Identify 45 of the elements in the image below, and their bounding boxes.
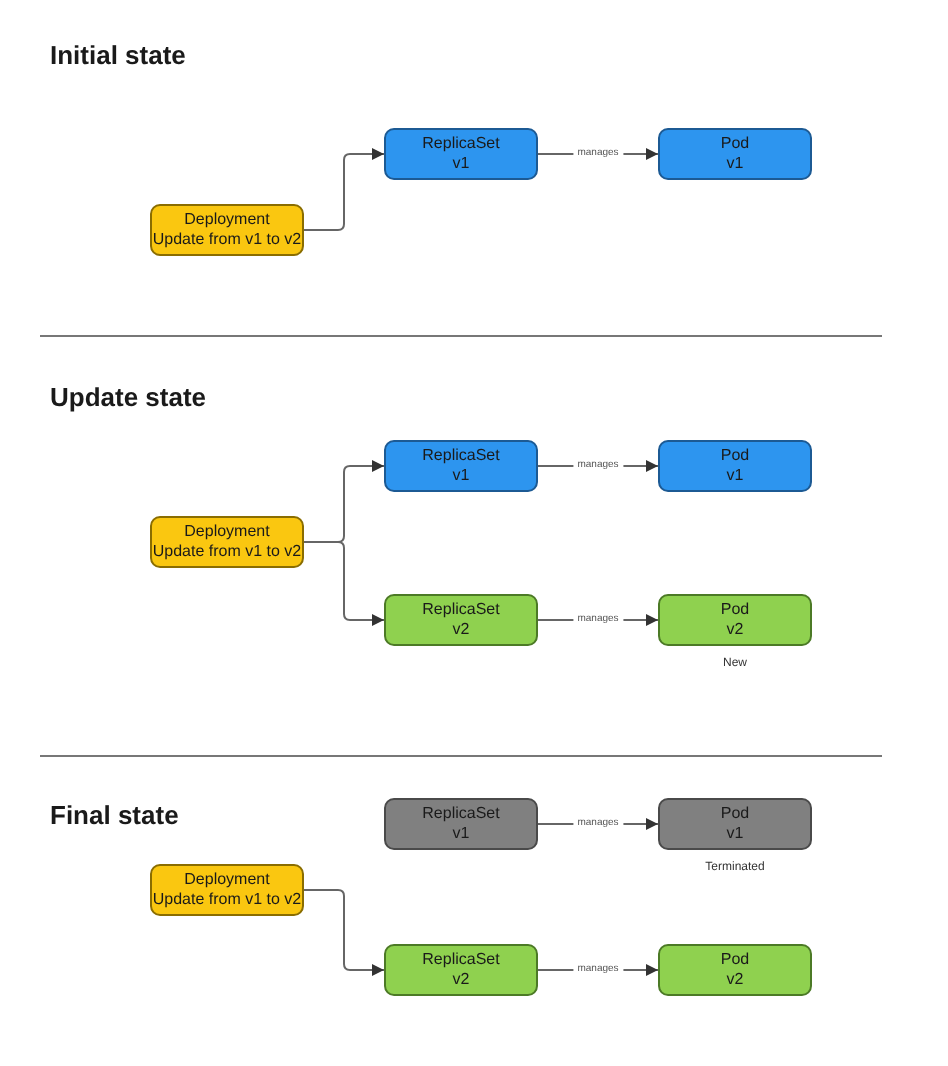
deployment-box [150,516,304,568]
box-subtitle: v2 [452,970,470,990]
box-subtitle: v2 [726,970,744,990]
box-title: Deployment [184,870,270,890]
box-title: ReplicaSet [422,134,500,154]
pod-box [658,594,812,646]
box-title: ReplicaSet [422,600,500,620]
box-subtitle: v2 [726,620,744,640]
box-title: Pod [720,950,750,970]
box-title: ReplicaSet [422,950,500,970]
box-title: Deployment [184,522,270,542]
replicaset-box [384,798,538,850]
box-subtitle: Update from v1 to v2 [152,230,302,250]
box-title: Pod [720,804,750,824]
pod-box [658,798,812,850]
section-heading: Initial state [50,38,186,74]
box-title: Pod [720,600,750,620]
deployment-box [150,204,304,256]
box-subtitle: v1 [726,154,744,174]
box-subtitle: Update from v1 to v2 [152,890,302,910]
box-title: Deployment [184,210,270,230]
box-title: Pod [720,134,750,154]
replicaset-box [384,594,538,646]
box-subtitle: v2 [452,620,470,640]
replicaset-box [384,128,538,180]
box-title: Pod [720,446,750,466]
pod-box [658,128,812,180]
box-subtitle: v1 [726,466,744,486]
box-title: ReplicaSet [422,804,500,824]
box-subtitle: v1 [452,154,470,174]
pod-box [658,944,812,996]
arrow [303,889,385,976]
arrow [303,148,385,231]
section-heading: Final state [50,798,179,834]
pod-box [658,440,812,492]
deployment-box [150,864,304,916]
replicaset-box [384,440,538,492]
box-subtitle: Update from v1 to v2 [152,542,302,562]
box-title: ReplicaSet [422,446,500,466]
box-subtitle: v1 [726,824,744,844]
arrow [303,541,385,626]
box-subtitle: v1 [452,466,470,486]
box-subtitle: v1 [452,824,470,844]
replicaset-box [384,944,538,996]
section-heading: Update state [50,380,207,416]
